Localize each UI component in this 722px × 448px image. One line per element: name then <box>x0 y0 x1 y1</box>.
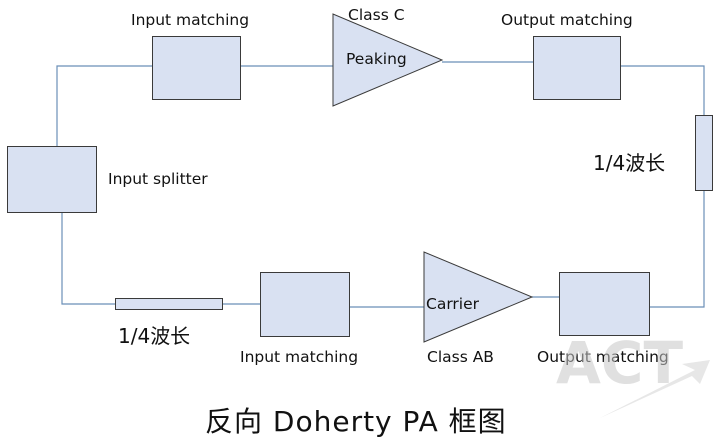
watermark-logo: ACT <box>556 329 684 397</box>
wire-splitter-to-peaking <box>56 65 152 146</box>
quarter-wave-line-output <box>695 115 713 191</box>
carrier-amplifier-symbol <box>423 251 534 343</box>
wire-splitter-to-tl <box>61 213 115 305</box>
peaking-amplifier-symbol <box>332 13 444 107</box>
peaking-input-matching-label: Input matching <box>131 11 250 29</box>
input-splitter-block <box>7 146 97 213</box>
carrier-output-matching-block <box>559 272 650 336</box>
carrier-output-matching-label: Output matching <box>537 348 669 366</box>
carrier-input-matching-label: Input matching <box>240 348 359 366</box>
carrier-input-matching-block <box>260 272 350 337</box>
diagram-caption: 反向 Doherty PA 框图 <box>205 405 507 438</box>
peaking-output-matching-block <box>533 36 621 100</box>
watermark-arrow-icon <box>600 360 710 418</box>
wire-peaking-om-to-tl <box>621 65 705 115</box>
carrier-class-label: Class AB <box>427 348 494 366</box>
peaking-amp-label: Peaking <box>346 50 407 68</box>
wire-tl-to-combiner <box>650 191 705 308</box>
carrier-amp-label: Carrier <box>426 295 480 313</box>
quarter-wave-output-label: 1/4波长 <box>593 151 666 175</box>
peaking-output-matching-label: Output matching <box>501 11 633 29</box>
quarter-wave-line-input <box>115 298 223 310</box>
peaking-class-label: Class C <box>348 6 405 24</box>
quarter-wave-input-label: 1/4波长 <box>118 324 191 348</box>
peaking-input-matching-block <box>152 36 241 100</box>
input-splitter-label: Input splitter <box>108 170 208 188</box>
